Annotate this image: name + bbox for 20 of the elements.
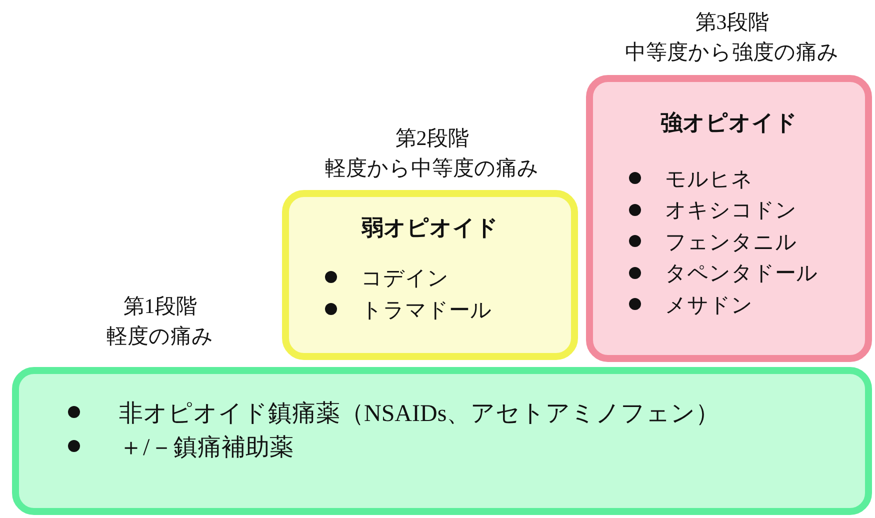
list-item: 非オピオイド鎮痛薬（NSAIDs、アセトアミノフェン） [119, 400, 720, 430]
pain-level-label: 軽度から中等度の痛み [324, 155, 540, 182]
step-label: 第1段階 [122, 293, 198, 320]
step-box [586, 75, 872, 362]
pain-level-label: 中等度から強度の痛み [624, 39, 840, 66]
list-item: タペンタドール [665, 260, 818, 288]
step-box [282, 190, 578, 360]
pain-level-label: 軽度の痛み [106, 323, 214, 350]
list-item: モルヒネ [665, 166, 753, 193]
list-item: トラマドール [361, 296, 492, 324]
step-label: 第3段階 [694, 9, 770, 36]
box-heading: 弱オピオイド [360, 214, 500, 242]
list-item: オキシコドン [665, 197, 797, 224]
step-box [12, 367, 872, 515]
list-item: フェンタニル [665, 228, 797, 256]
step-label: 第2段階 [394, 125, 470, 152]
box-heading: 強オピオイド [660, 109, 798, 137]
list-item: コデイン [361, 264, 449, 292]
list-item: ＋/－鎮痛補助薬 [119, 434, 294, 464]
list-item: メサドン [665, 292, 753, 319]
